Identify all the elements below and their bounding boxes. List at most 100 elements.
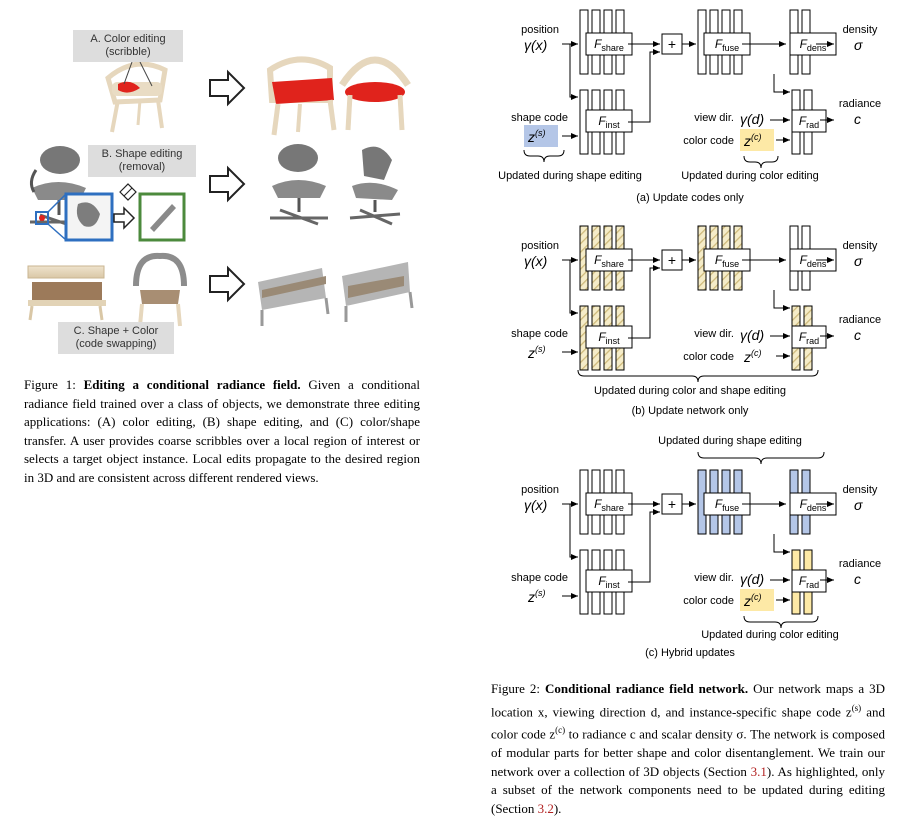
zoom-line-top: [47, 193, 67, 213]
density-label: density: [843, 240, 878, 252]
f-dens-label: Fdens: [800, 253, 827, 269]
target-chair-image: [133, 252, 187, 327]
f-rad-box: [791, 569, 827, 593]
shape-code-label: shape code: [511, 572, 568, 584]
radiance-label: radiance: [839, 314, 881, 326]
f-dens-box: [789, 492, 837, 516]
plus-sign: +: [668, 36, 676, 52]
caption-2-title: Conditional radiance field network.: [545, 681, 749, 696]
conn-inst-plus: [628, 49, 660, 123]
c-bottom-note: Updated during color editing: [701, 629, 839, 641]
figure-1-illustration: [27, 56, 414, 327]
caption-2-body-2: and color code z: [491, 703, 885, 742]
color-code-z: z(c): [743, 132, 762, 149]
brace-a-left: [523, 149, 565, 163]
f-share: Fshare: [585, 248, 633, 272]
caption-1-body: Given a conditional radiance field train…: [24, 377, 420, 485]
f-fuse-label: Ffuse: [715, 253, 739, 269]
caption-2-body-1: Our network maps a 3D location x, viewin…: [491, 681, 885, 719]
arrow-row-b: [209, 165, 246, 203]
f-dens: Fdens: [789, 492, 837, 516]
label-b-line2: (removal): [118, 161, 166, 173]
f-rad-label: Frad: [799, 330, 819, 346]
color-code-highlight: [740, 129, 774, 151]
a-left-note: Updated during shape editing: [498, 170, 642, 182]
zoomed-arm-blur: [76, 202, 100, 227]
c-label: c: [854, 111, 861, 127]
shape-code-highlight: [524, 125, 558, 147]
section-ref-3-1[interactable]: 3.1: [750, 763, 767, 779]
label-b-line1: B. Shape editing: [101, 148, 183, 160]
f-share: Fshare: [585, 32, 633, 56]
figure-1-caption: Figure 1: Editing a conditional radiance…: [24, 376, 420, 487]
b-caption: (b) Update network only: [632, 405, 749, 417]
label-a-line2: (scribble): [105, 46, 151, 58]
position-label: position: [521, 24, 559, 36]
a-right-note: Updated during color editing: [681, 170, 819, 182]
f-rad-box: [791, 109, 827, 133]
color-code-label: color code: [683, 595, 734, 607]
chair-red-view-1: [266, 56, 337, 136]
f-dens-box: [789, 248, 837, 272]
sigma-label: σ: [854, 497, 863, 513]
gamma-d-label: γ(d): [740, 111, 764, 127]
f-fuse: Ffuse: [703, 32, 751, 56]
office-chair-edited-view-1: [270, 144, 328, 226]
shape-code-z: z(s): [527, 588, 546, 605]
arrow-row-c: [209, 265, 246, 303]
sigma-label: σ: [854, 253, 863, 269]
f-fuse: Ffuse: [703, 248, 751, 272]
chair-scribble-image: [105, 61, 168, 133]
caption-1-title: Editing a conditional radiance field.: [83, 377, 301, 392]
scribble-mark: [39, 215, 45, 221]
f-inst: Finst: [585, 109, 633, 133]
f-fuse-label: Ffuse: [715, 37, 739, 53]
color-code-label: color code: [683, 351, 734, 363]
f-rad-label: Frad: [799, 114, 819, 130]
f-inst-box: [585, 569, 633, 593]
f-rad: Frad: [791, 325, 827, 349]
label-c-line2: (code swapping): [75, 338, 157, 350]
bench-image: [27, 265, 106, 321]
figure-2-caption: Figure 2: Conditional radiance field net…: [491, 680, 885, 816]
color-code-z: z(c): [743, 592, 762, 609]
f-share-label: Fshare: [594, 37, 624, 53]
f-inst: Finst: [585, 325, 633, 349]
view-dir-label: view dir.: [694, 572, 734, 584]
density-label: density: [843, 484, 878, 496]
b-note: Updated during color and shape editing: [594, 385, 786, 397]
plus-sign: +: [668, 252, 676, 268]
office-chair-image: [29, 146, 88, 230]
gamma-x-label: γ(x): [524, 497, 547, 513]
color-code-label: color code: [683, 135, 734, 147]
shape-code-label: shape code: [511, 328, 568, 340]
arrow-row-a: [209, 69, 246, 107]
section-ref-3-2[interactable]: 3.2: [537, 800, 554, 816]
f-inst-label: Finst: [598, 114, 620, 130]
conn-inst-plus: [628, 265, 660, 339]
f-share-label: Fshare: [594, 497, 624, 513]
brace-b: [577, 369, 819, 383]
f-inst-label: Finst: [598, 574, 620, 590]
f-rad: Frad: [791, 569, 827, 593]
brace-a-right: [743, 155, 779, 169]
conn-gamma-inst: [569, 504, 578, 560]
f-dens-label: Fdens: [800, 497, 827, 513]
f-inst: Finst: [585, 569, 633, 593]
chair-red-view-2: [339, 56, 411, 131]
label-a-line1: A. Color editing: [90, 33, 166, 45]
label-c-line1: C. Shape + Color: [73, 325, 159, 337]
shape-code-z: z(s): [527, 128, 546, 145]
position-label: position: [521, 484, 559, 496]
sigma-label: σ: [854, 37, 863, 53]
conn-gamma-inst: [569, 260, 578, 316]
c-label: c: [854, 571, 861, 587]
shape-code-z: z(s): [527, 344, 546, 361]
gamma-x-label: γ(x): [524, 253, 547, 269]
brace-c-bottom: [743, 615, 819, 629]
c-top-note: Updated during shape editing: [658, 435, 802, 447]
